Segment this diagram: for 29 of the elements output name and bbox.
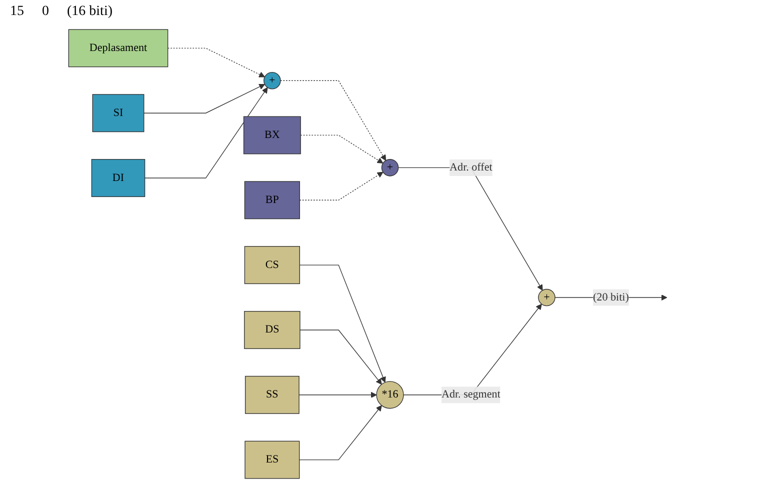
arrow xyxy=(280,80,386,161)
arrow xyxy=(144,87,268,178)
note-label: (16 biti) xyxy=(67,4,112,20)
node-box: DS xyxy=(244,310,300,349)
edge-label: Adr. segment xyxy=(441,388,500,400)
arrow xyxy=(299,405,382,460)
arrow xyxy=(299,172,384,200)
node-box: BX xyxy=(243,116,301,154)
arrow xyxy=(300,134,384,164)
arrow xyxy=(167,48,265,78)
note-label: 0 xyxy=(42,4,49,20)
node-box: BP xyxy=(244,181,300,220)
node-box: SI xyxy=(92,94,144,132)
node-circle: *16 xyxy=(376,381,404,409)
node-box: DI xyxy=(91,159,146,198)
arrow xyxy=(299,264,386,383)
node-box: SS xyxy=(244,376,300,414)
node-box: Deplasament xyxy=(68,29,168,68)
node-circle: + xyxy=(264,72,281,90)
arrow xyxy=(144,84,265,114)
arrow xyxy=(298,392,377,398)
arrow xyxy=(300,330,382,385)
node-box: CS xyxy=(244,246,300,284)
node-box: ES xyxy=(244,440,300,479)
edge-label: (20 biti) xyxy=(592,291,629,304)
note-label: 15 xyxy=(10,4,24,20)
node-circle: + xyxy=(538,288,556,306)
edge-label: Adr. offet xyxy=(450,161,492,174)
node-circle: + xyxy=(381,159,399,176)
